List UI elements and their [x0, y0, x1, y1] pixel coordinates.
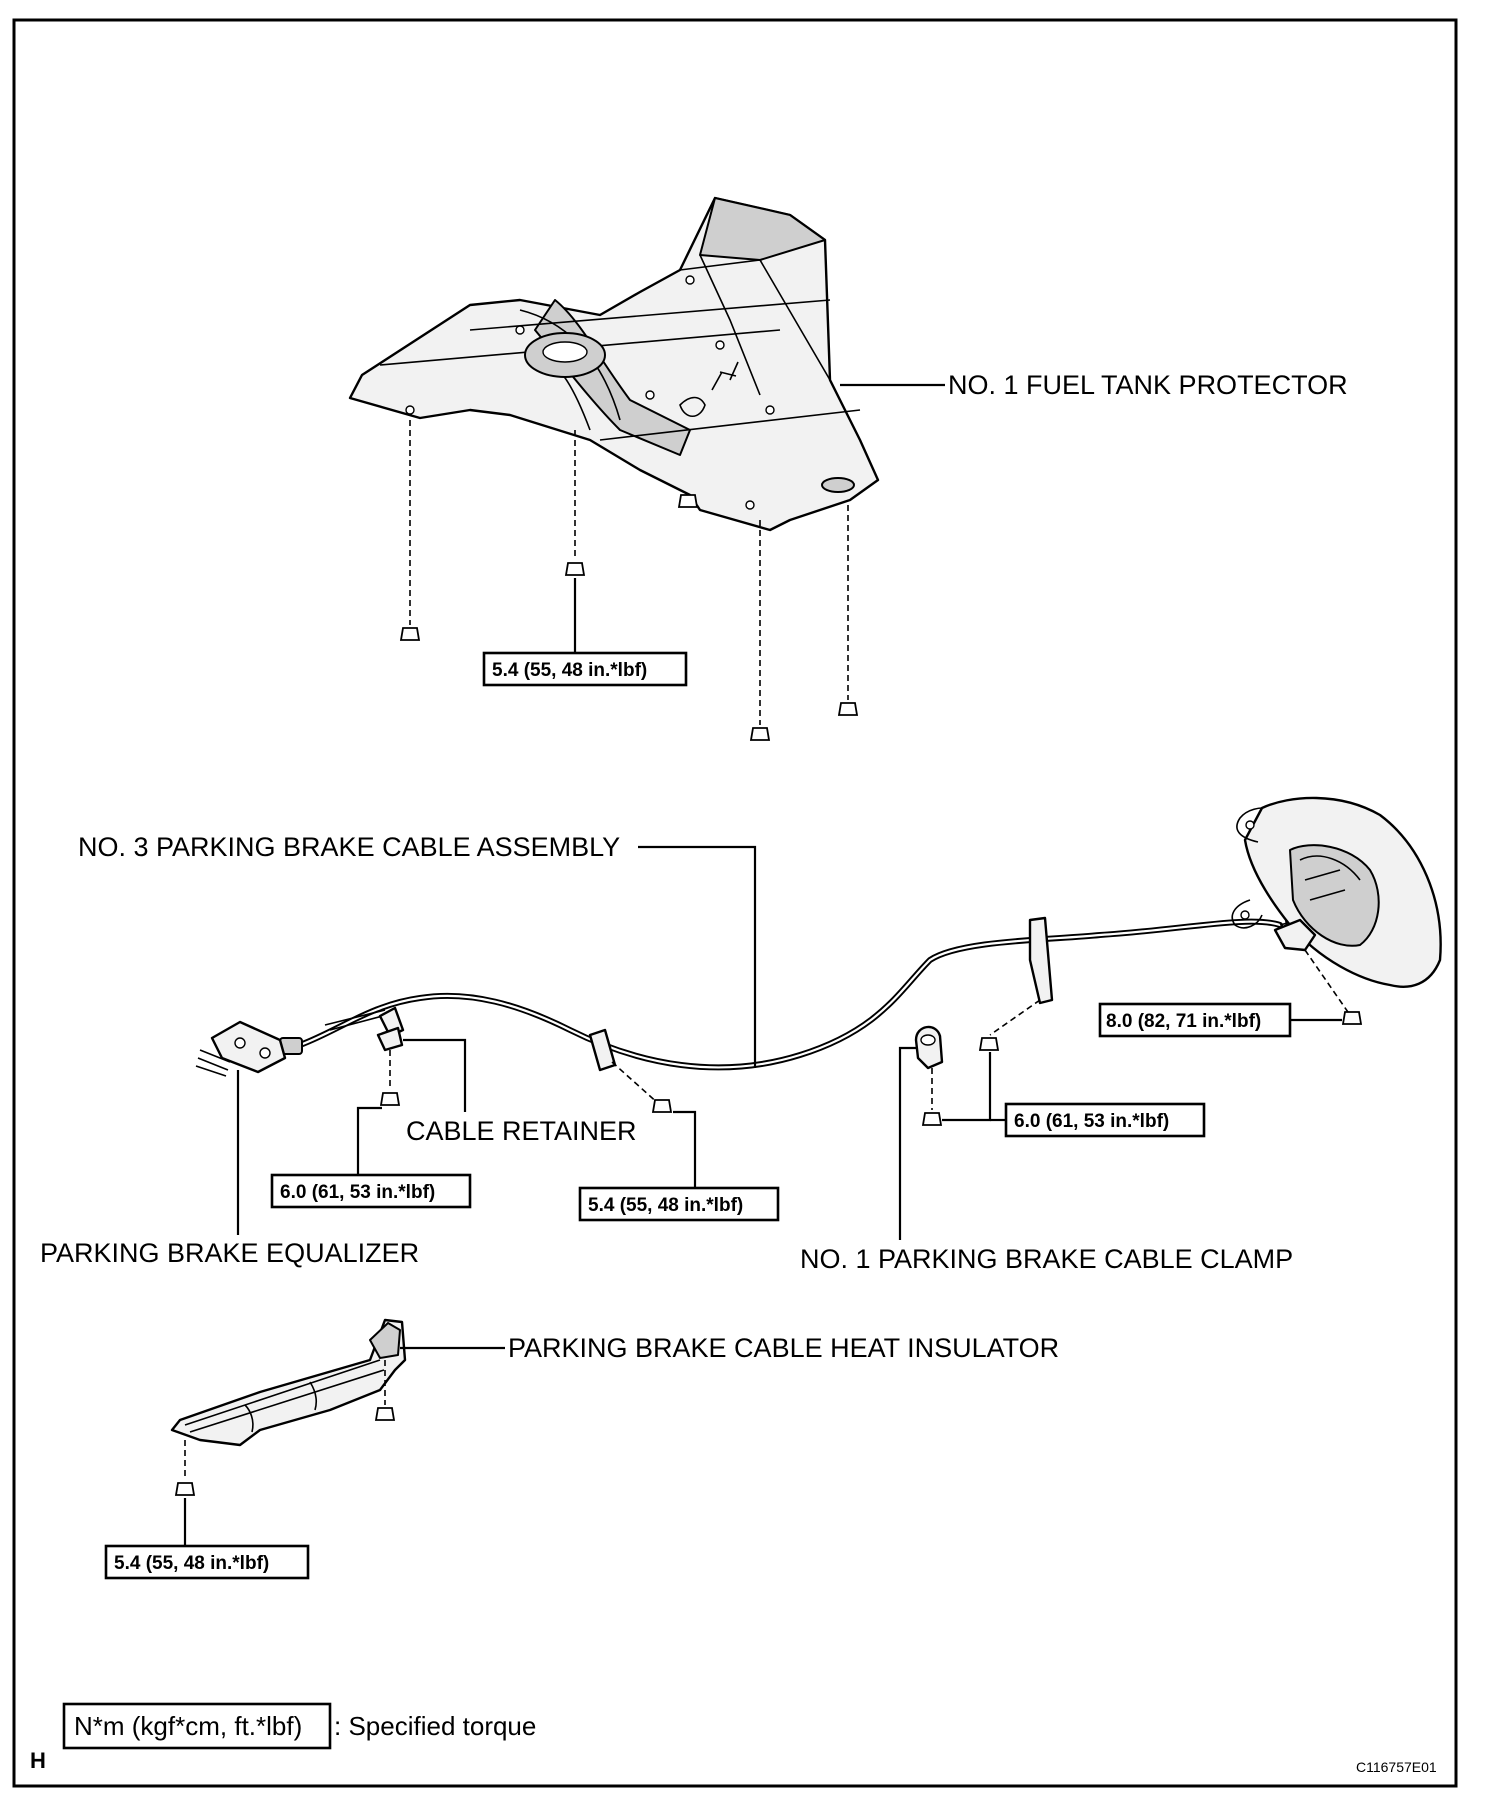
cable-retainer-part	[376, 1026, 404, 1106]
cable-retainer-leader	[403, 1038, 467, 1112]
diagram-frame	[12, 18, 1458, 1788]
cable-mid-bolt-line	[611, 1061, 661, 1106]
heat-insulator-label: PARKING BRAKE CABLE HEAT INSULATOR	[508, 1333, 1059, 1363]
backing-plate-torque-value: 8.0 (82, 71 in.*lbf)	[1106, 1011, 1261, 1032]
fuel-tank-protector-part	[348, 196, 880, 532]
cable-mid-torque-leader	[673, 1110, 697, 1190]
clamp-torque-leader-a	[942, 1052, 992, 1122]
cable-assembly-label: NO. 3 PARKING BRAKE CABLE ASSEMBLY	[78, 832, 620, 862]
retainer-torque-value: 6.0 (61, 53 in.*lbf)	[280, 1182, 435, 1203]
legend-unit: N*m (kgf*cm, ft.*lbf)	[74, 1711, 302, 1741]
parking-brake-equalizer-part	[195, 1020, 287, 1077]
legend-box	[62, 1702, 332, 1750]
insulator-torque-box	[104, 1544, 310, 1580]
parking-brake-cable-part	[279, 887, 1366, 1072]
heat-insulator-part	[170, 1318, 407, 1496]
fuel-tank-protector-label: NO. 1 FUEL TANK PROTECTOR	[948, 370, 1348, 400]
figure-code: C116757E01	[1356, 1759, 1437, 1775]
protector-torque-box	[482, 651, 688, 687]
cable-retainer-label: CABLE RETAINER	[406, 1116, 637, 1146]
corner-letter: H	[30, 1748, 46, 1773]
legend-meaning: : Specified torque	[334, 1711, 536, 1741]
protector-torque-value: 5.4 (55, 48 in.*lbf)	[492, 660, 647, 681]
clamp-torque-value: 6.0 (61, 53 in.*lbf)	[1014, 1111, 1169, 1132]
cable-clamp-leader	[898, 1046, 918, 1240]
cable-clamp-part	[914, 999, 1041, 1126]
cable-assembly-leader	[638, 845, 757, 1068]
insulator-torque-value: 5.4 (55, 48 in.*lbf)	[114, 1553, 269, 1574]
clamp-torque-box	[1004, 1102, 1206, 1138]
cable-clamp-label: NO. 1 PARKING BRAKE CABLE CLAMP	[800, 1244, 1293, 1274]
backing-plate-part	[1231, 796, 1442, 1025]
cable-mid-torque-box	[578, 1186, 780, 1222]
backing-plate-torque-box	[1098, 1002, 1292, 1038]
protector-bolts	[399, 420, 859, 741]
cable-mid-torque-value: 5.4 (55, 48 in.*lbf)	[588, 1195, 743, 1216]
retainer-torque-box	[270, 1173, 472, 1209]
cable-mid-bolt	[651, 1099, 673, 1113]
equalizer-label: PARKING BRAKE EQUALIZER	[40, 1238, 419, 1268]
retainer-torque-leader	[356, 1106, 382, 1178]
